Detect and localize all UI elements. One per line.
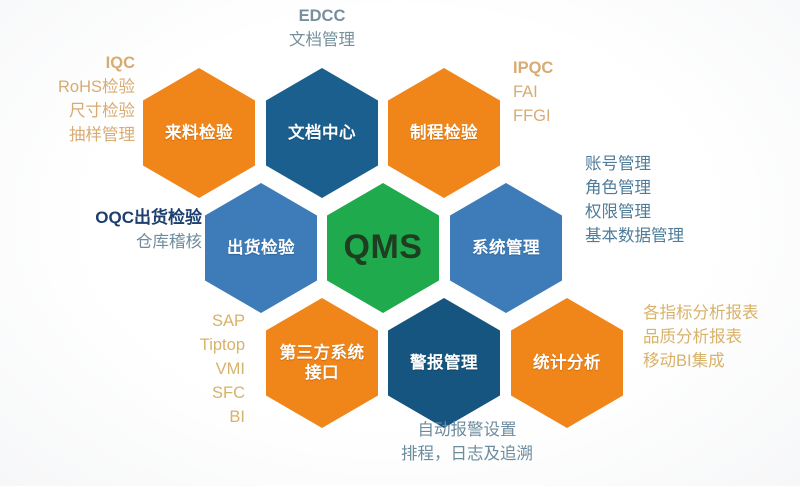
hex-alarm-management[interactable]: 警报管理 <box>388 298 500 428</box>
caption-iqc: IQC RoHS检验 尺寸检验 抽样管理 <box>10 52 135 148</box>
hex-label: 警报管理 <box>410 353 478 372</box>
hex-system-management[interactable]: 系统管理 <box>450 183 562 313</box>
caption-oqc-title-prefix: OQC <box>95 208 134 227</box>
hex-label: 文档中心 <box>288 123 356 142</box>
hex-label: QMS <box>343 228 423 267</box>
caption-iqc-item-1: 尺寸检验 <box>69 101 135 120</box>
hex-process-inspection[interactable]: 制程检验 <box>388 68 500 198</box>
caption-ipqc-item-0: FAI <box>513 82 538 101</box>
caption-third-party-item-0: SAP <box>211 312 245 330</box>
caption-oqc-item-0: 仓库稽核 <box>136 232 202 251</box>
caption-edcc-title: EDCC <box>298 7 346 25</box>
caption-oqc-title: OQC出货检验 <box>40 206 202 231</box>
caption-oqc-title-suffix: 出货检验 <box>134 208 202 227</box>
caption-ipqc-item-1: FFGI <box>513 106 551 125</box>
caption-ipqc: IPQC FAI FFGI <box>513 57 633 129</box>
caption-third-party-item-2: VMI <box>215 359 245 378</box>
caption-edcc: EDCC 文档管理 <box>252 5 392 53</box>
caption-system-item-0: 账号管理 <box>585 155 651 173</box>
caption-edcc-item-0: 文档管理 <box>289 30 355 49</box>
hex-label: 系统管理 <box>472 238 540 257</box>
hex-statistical-analysis[interactable]: 统计分析 <box>511 298 623 428</box>
caption-statistics-item-2: 移动BI集成 <box>643 351 725 370</box>
caption-alarm: 自动报警设置 排程，日志及追溯 <box>352 419 582 467</box>
caption-third-party: SAP Tiptop VMI SFC BI <box>125 310 245 430</box>
caption-iqc-item-0: RoHS检验 <box>57 77 135 96</box>
caption-system-management: 账号管理 角色管理 权限管理 基本数据管理 <box>585 153 785 249</box>
caption-third-party-item-1: Tiptop <box>199 335 245 354</box>
caption-system-item-1: 角色管理 <box>585 178 651 197</box>
caption-statistics-item-0: 各指标分析报表 <box>643 304 759 322</box>
caption-iqc-title: IQC <box>105 54 135 72</box>
caption-oqc: OQC出货检验 仓库稽核 <box>40 206 202 255</box>
caption-system-item-3: 基本数据管理 <box>585 226 684 245</box>
caption-alarm-item-1: 排程，日志及追溯 <box>401 444 533 463</box>
hex-label: 出货检验 <box>227 238 295 257</box>
hex-label: 统计分析 <box>533 353 601 372</box>
hex-incoming-inspection[interactable]: 来料检验 <box>143 68 255 198</box>
caption-third-party-item-3: SFC <box>212 383 245 402</box>
hex-document-center[interactable]: 文档中心 <box>266 68 378 198</box>
hex-third-party-interface[interactable]: 第三方系统 接口 <box>266 298 378 428</box>
caption-third-party-item-4: BI <box>229 407 245 426</box>
caption-statistics-item-1: 品质分析报表 <box>643 327 742 346</box>
hex-qms-core[interactable]: QMS <box>327 183 439 313</box>
hex-label: 第三方系统 接口 <box>279 343 365 382</box>
hex-label: 制程检验 <box>410 123 478 142</box>
caption-ipqc-title: IPQC <box>513 59 554 77</box>
caption-alarm-item-0: 自动报警设置 <box>417 421 517 439</box>
hex-label: 来料检验 <box>165 123 233 142</box>
caption-iqc-item-2: 抽样管理 <box>69 125 135 144</box>
caption-statistics: 各指标分析报表 品质分析报表 移动BI集成 <box>643 302 800 374</box>
caption-system-item-2: 权限管理 <box>585 202 651 221</box>
hex-outgoing-inspection[interactable]: 出货检验 <box>205 183 317 313</box>
